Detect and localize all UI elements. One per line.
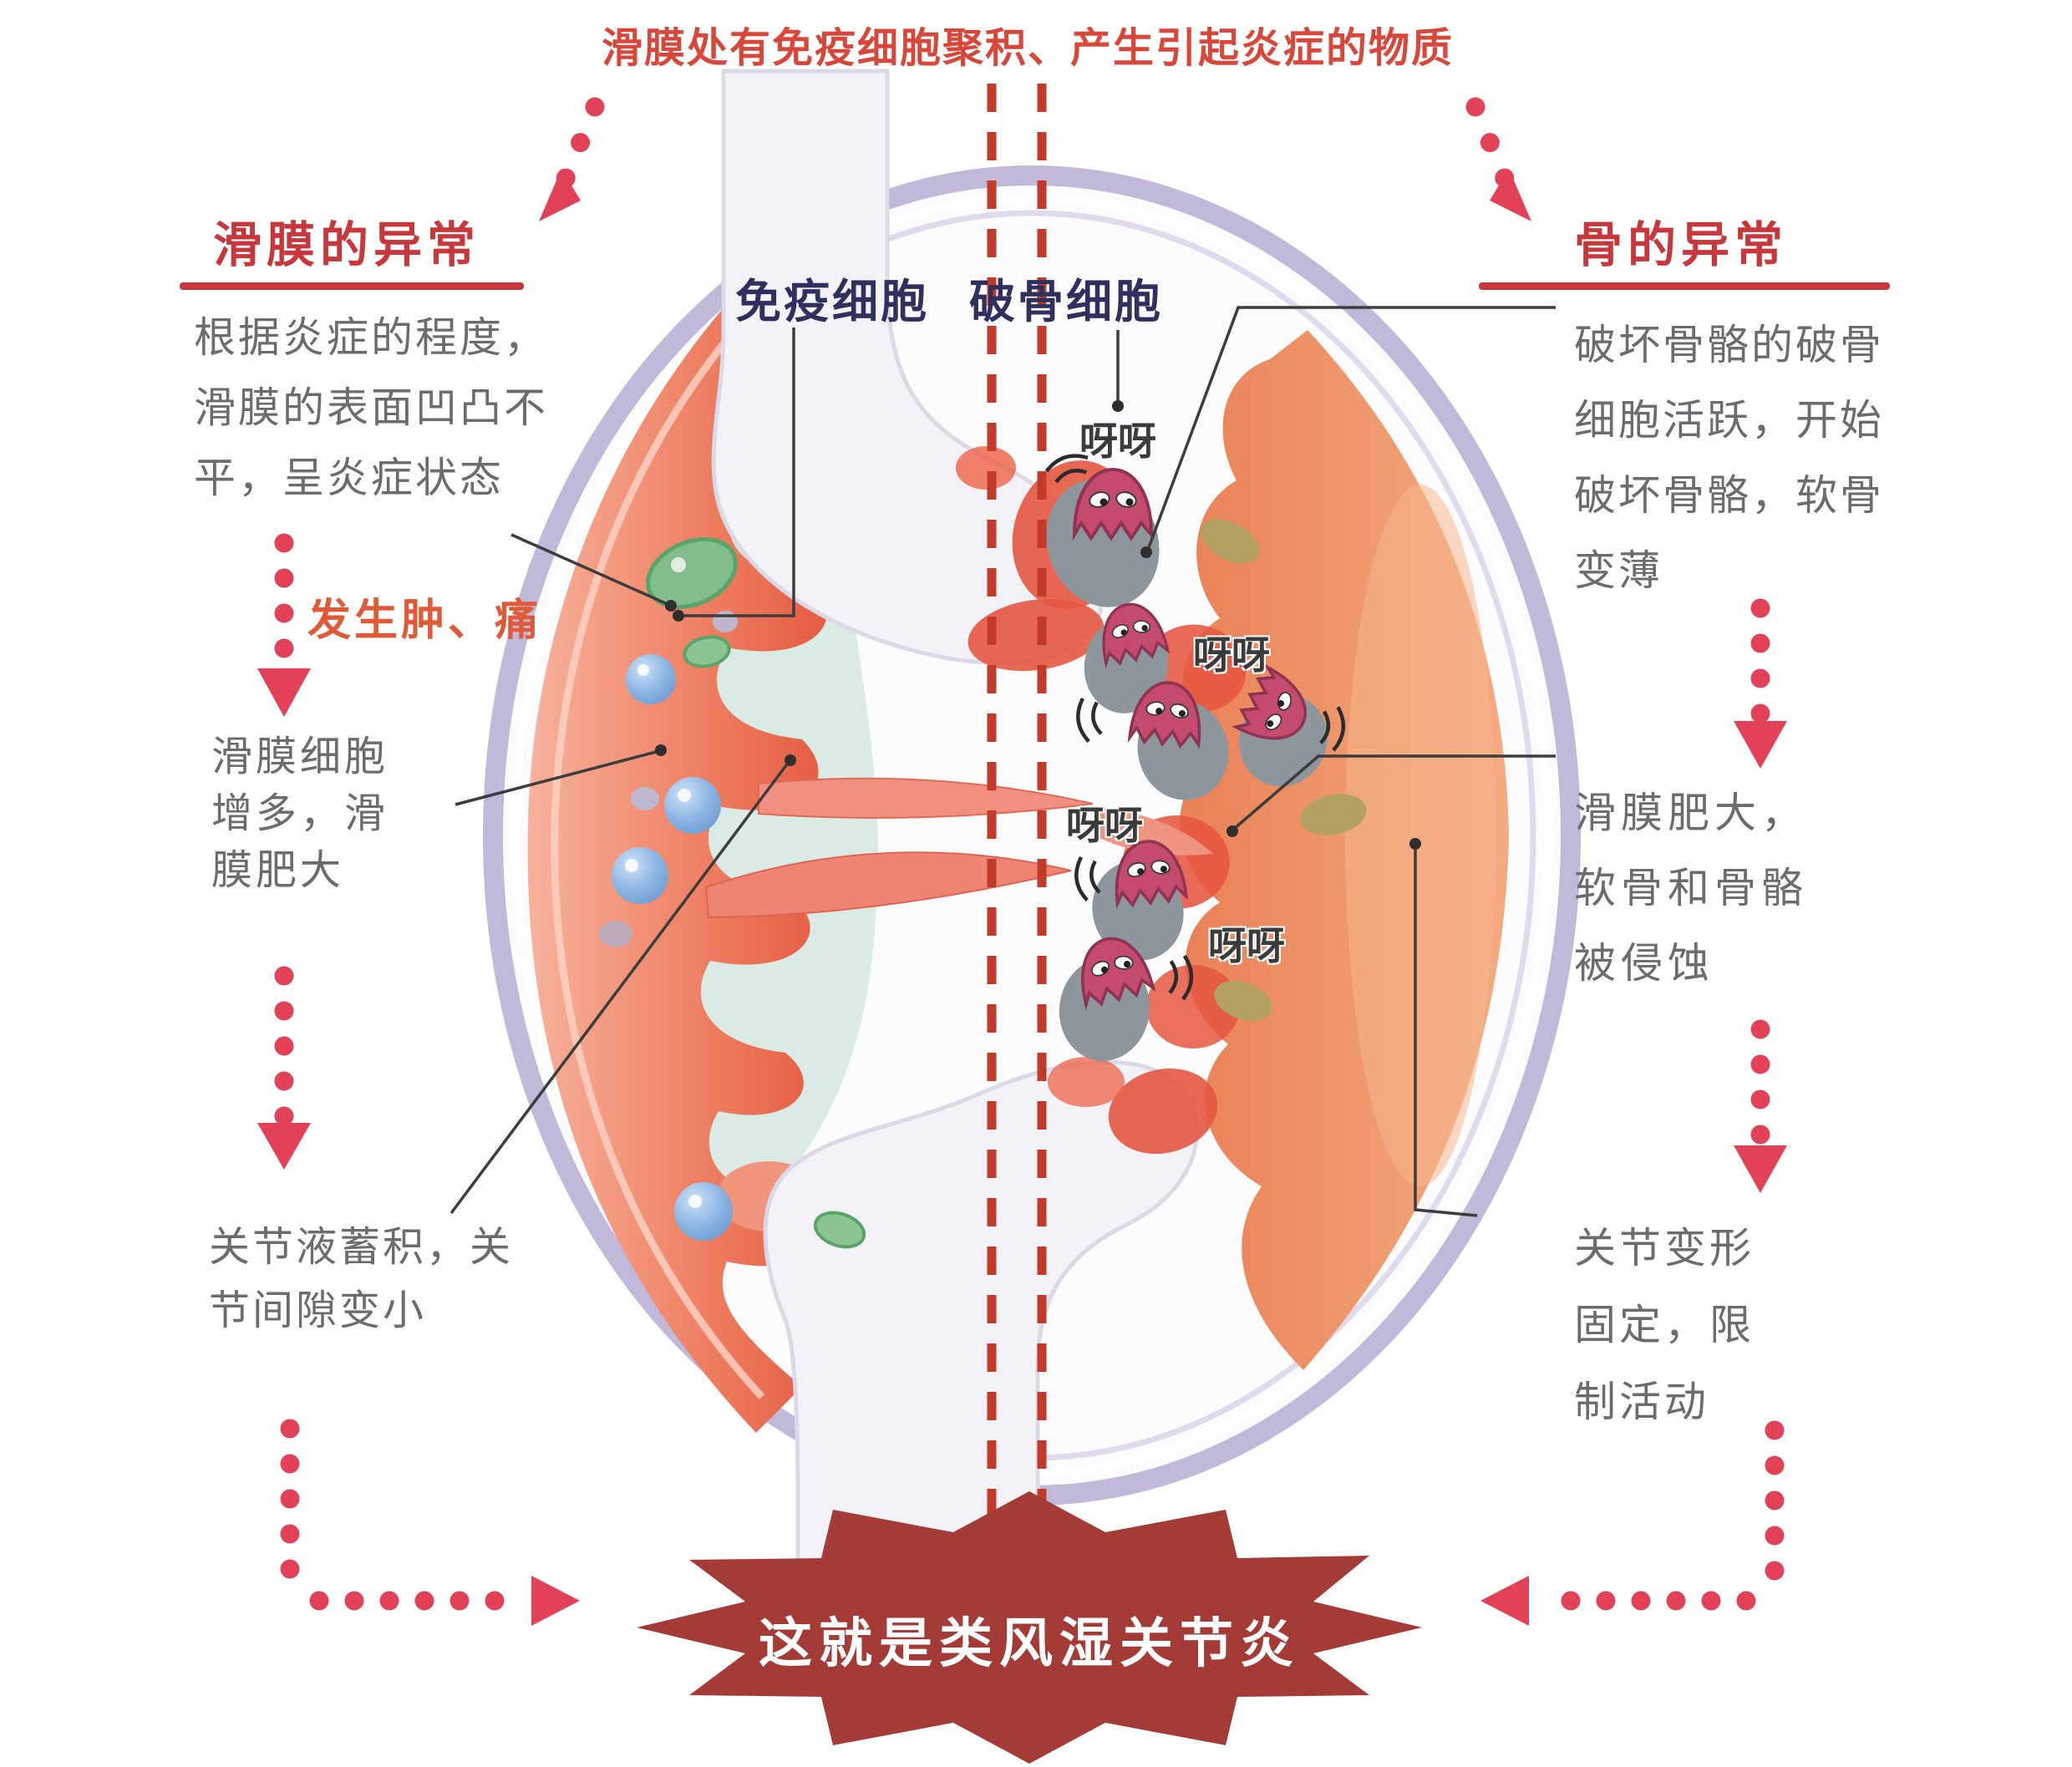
immune-cell-icons <box>599 536 866 1249</box>
text-line: 平，呈炎症状态 <box>194 454 504 502</box>
flow-arrows <box>257 97 1787 1626</box>
text-line: 破坏骨骼的破骨 <box>1574 321 1884 369</box>
text-line: 增多，滑 <box>211 790 389 837</box>
arrowhead-right-icon <box>531 1576 580 1626</box>
text-line: 细胞活跃，开始 <box>1574 396 1884 444</box>
arrowhead-left-icon <box>1480 1576 1529 1626</box>
arrowhead-down-icon <box>257 1123 311 1170</box>
osteoclast-cells <box>1028 450 1345 1061</box>
text-line: 软骨和骨骼 <box>1574 864 1808 912</box>
right-paragraph-2: 滑膜肥大， 软骨和骨骼 被侵蚀 <box>1574 775 1808 1001</box>
text-line: 膜肥大 <box>211 846 345 894</box>
osteoclast-cell-label: 破骨细胞 <box>969 275 1164 328</box>
burst-star <box>637 1491 1422 1764</box>
arrowhead-down-icon <box>1734 721 1787 769</box>
pannus-right <box>1180 330 1509 1370</box>
text-line: 关节变形 <box>1574 1224 1755 1272</box>
lower-bone <box>717 1059 1199 1594</box>
conclusion-text: 这就是类风湿关节炎 <box>759 1613 1300 1675</box>
left-section-heading: 滑膜的异常 <box>213 216 481 273</box>
sound-label: 呀呀 <box>1193 632 1270 678</box>
text-line: 滑膜的表面凹凸不 <box>194 383 548 432</box>
arrowhead-down-right-icon <box>1490 169 1531 221</box>
effusion-cell-icons <box>612 654 733 1241</box>
arrowhead-down-icon <box>257 668 311 717</box>
right-paragraph-3: 关节变形 固定，限 制活动 <box>1574 1210 1755 1440</box>
sound-label: 呀呀 <box>1066 803 1143 848</box>
text-line: 节间隙变小 <box>209 1287 427 1334</box>
sound-label: 呀呀 <box>1208 923 1285 968</box>
right-paragraph-1: 破坏骨骼的破骨 细胞活跃，开始 破坏骨骼，软骨 变薄 <box>1574 307 1884 608</box>
sound-label: 呀呀 <box>1079 419 1156 464</box>
text-line: 固定，限 <box>1574 1301 1755 1349</box>
left-paragraph-1: 根据炎症的程度， 滑膜的表面凹凸不 平，呈炎症状态 <box>194 302 548 513</box>
text-line: 破坏骨骼，软骨 <box>1574 471 1884 520</box>
text-line: 变薄 <box>1574 546 1663 595</box>
text-line: 滑膜细胞 <box>211 733 389 780</box>
left-paragraph-3: 关节液蓄积，关 节间隙变小 <box>209 1216 513 1343</box>
right-section-heading: 骨的异常 <box>1574 216 1789 273</box>
immune-cell-label: 免疫细胞 <box>735 275 930 328</box>
page-title: 滑膜处有免疫细胞聚积、产生引起炎症的物质 <box>601 24 1454 72</box>
left-paragraph-2: 滑膜细胞 增多，滑 膜肥大 <box>211 729 388 899</box>
text-line: 制活动 <box>1574 1378 1709 1426</box>
left-heading-underline <box>180 282 524 290</box>
cartilage-wedges <box>704 777 1213 919</box>
center-dashed-lines <box>987 84 1047 1569</box>
arrowhead-down-left-icon <box>539 169 581 221</box>
synovium-left <box>527 276 841 1433</box>
debris-icons <box>1200 519 1367 1022</box>
right-heading-underline <box>1479 282 1890 290</box>
text-line: 滑膜肥大， <box>1574 789 1808 837</box>
leader-lines <box>449 306 1556 1217</box>
arrowhead-down-icon <box>1734 1145 1787 1193</box>
text-line: 被侵蚀 <box>1574 939 1714 988</box>
swelling-pain-note: 发生肿、痛 <box>307 596 542 646</box>
text-line: 关节液蓄积，关 <box>209 1223 514 1271</box>
text-line: 根据炎症的程度， <box>194 313 548 362</box>
